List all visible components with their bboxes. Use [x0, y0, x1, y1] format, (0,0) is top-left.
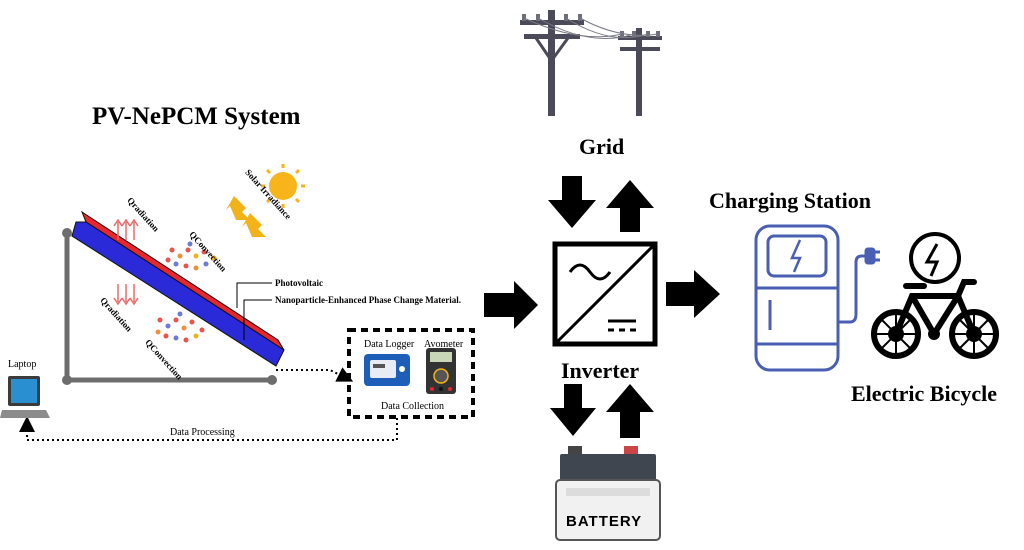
- data-processing-link: [19, 416, 398, 441]
- inverter-label: Inverter: [561, 358, 640, 383]
- data-processing-label: Data Processing: [170, 427, 235, 438]
- battery-icon: [555, 446, 661, 541]
- inverter-icon: [552, 241, 658, 347]
- arrow-grid-up: [606, 180, 654, 232]
- power-pole-icon: [520, 10, 662, 116]
- laptop-icon: [0, 376, 50, 418]
- charging-station-label: Charging Station: [709, 188, 871, 213]
- data-logger-icon: [364, 354, 410, 386]
- laptop-label: Laptop: [8, 359, 37, 370]
- avometer-label: Avometer: [424, 339, 464, 350]
- battery-label: BATTERY: [566, 513, 643, 530]
- pv-frame: [62, 228, 277, 385]
- pv-to-datalogger-link: [276, 367, 354, 382]
- label-leaders: [236, 282, 272, 340]
- grid-label: Grid: [579, 134, 625, 159]
- arrow-to-charging-station: [666, 270, 720, 318]
- qradiation-top-arrows: [113, 218, 139, 240]
- arrow-to-inverter: [484, 281, 538, 329]
- charging-station-icon: [754, 224, 880, 372]
- qconvection-bottom-particles: [155, 311, 205, 343]
- arrow-grid-down: [548, 176, 596, 228]
- pv-panel: [71, 210, 285, 367]
- data-collection-label: Data Collection: [381, 401, 445, 412]
- data-logger-label: Data Logger: [364, 339, 415, 350]
- qconvection-top-particles: [165, 241, 217, 271]
- electric-bicycle-icon: [871, 232, 999, 359]
- arrow-battery-down: [550, 384, 596, 436]
- avometer-icon: [426, 348, 456, 394]
- diagram-title: PV-NePCM System: [92, 103, 301, 130]
- nepcm-label: Nanoparticle-Enhanced Phase Change Mater…: [275, 295, 461, 305]
- qradiation-bottom-arrows: [113, 284, 139, 306]
- arrow-battery-up: [606, 384, 654, 438]
- electric-bicycle-label: Electric Bicycle: [851, 381, 997, 406]
- solar-arrow-icons: [226, 196, 266, 237]
- photovoltaic-label: Photovoltaic: [275, 278, 323, 288]
- sun-icon: [261, 164, 305, 208]
